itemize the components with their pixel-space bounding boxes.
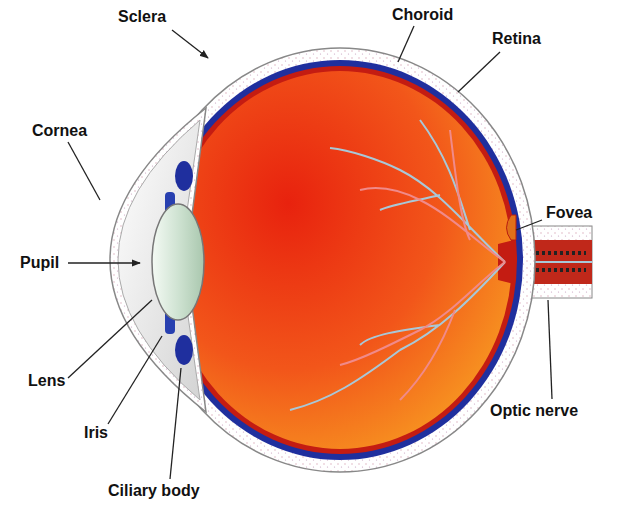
leader-line [548,300,552,399]
leader-line [108,336,162,424]
part-label: Pupil [20,254,59,272]
vein [330,120,505,262]
part-label: Choroid [392,6,453,24]
lens [152,204,204,320]
leader-line [516,220,542,230]
vitreous-body [168,71,512,449]
leader-line [68,142,100,200]
fovea-pit [507,215,517,240]
leader-line [172,30,208,58]
leader-line [68,300,152,378]
nerve-fibres [536,251,586,255]
part-label: Fovea [546,204,592,222]
part-label: Sclera [118,8,166,26]
artery [360,130,505,262]
part-label: Optic nerve [490,402,578,420]
leader-line [68,262,140,263]
ciliary-body [175,335,193,365]
part-label: Iris [84,424,108,442]
leader-lines [68,26,552,479]
part-label: Cornea [32,122,87,140]
leader-line [458,52,500,92]
leader-line [398,26,414,62]
optic-disc [498,240,514,284]
leader-line [170,368,181,479]
choroid-layer [157,60,523,460]
artery [340,262,505,400]
vein [290,262,505,410]
part-label: Lens [28,372,65,390]
retina-layer [163,66,517,454]
part-label: Retina [492,30,541,48]
ciliary-body [175,161,193,191]
part-label: Ciliary body [108,482,200,500]
nerve-fibres [536,268,586,272]
blood-vessels [290,120,505,410]
cornea [110,108,206,412]
